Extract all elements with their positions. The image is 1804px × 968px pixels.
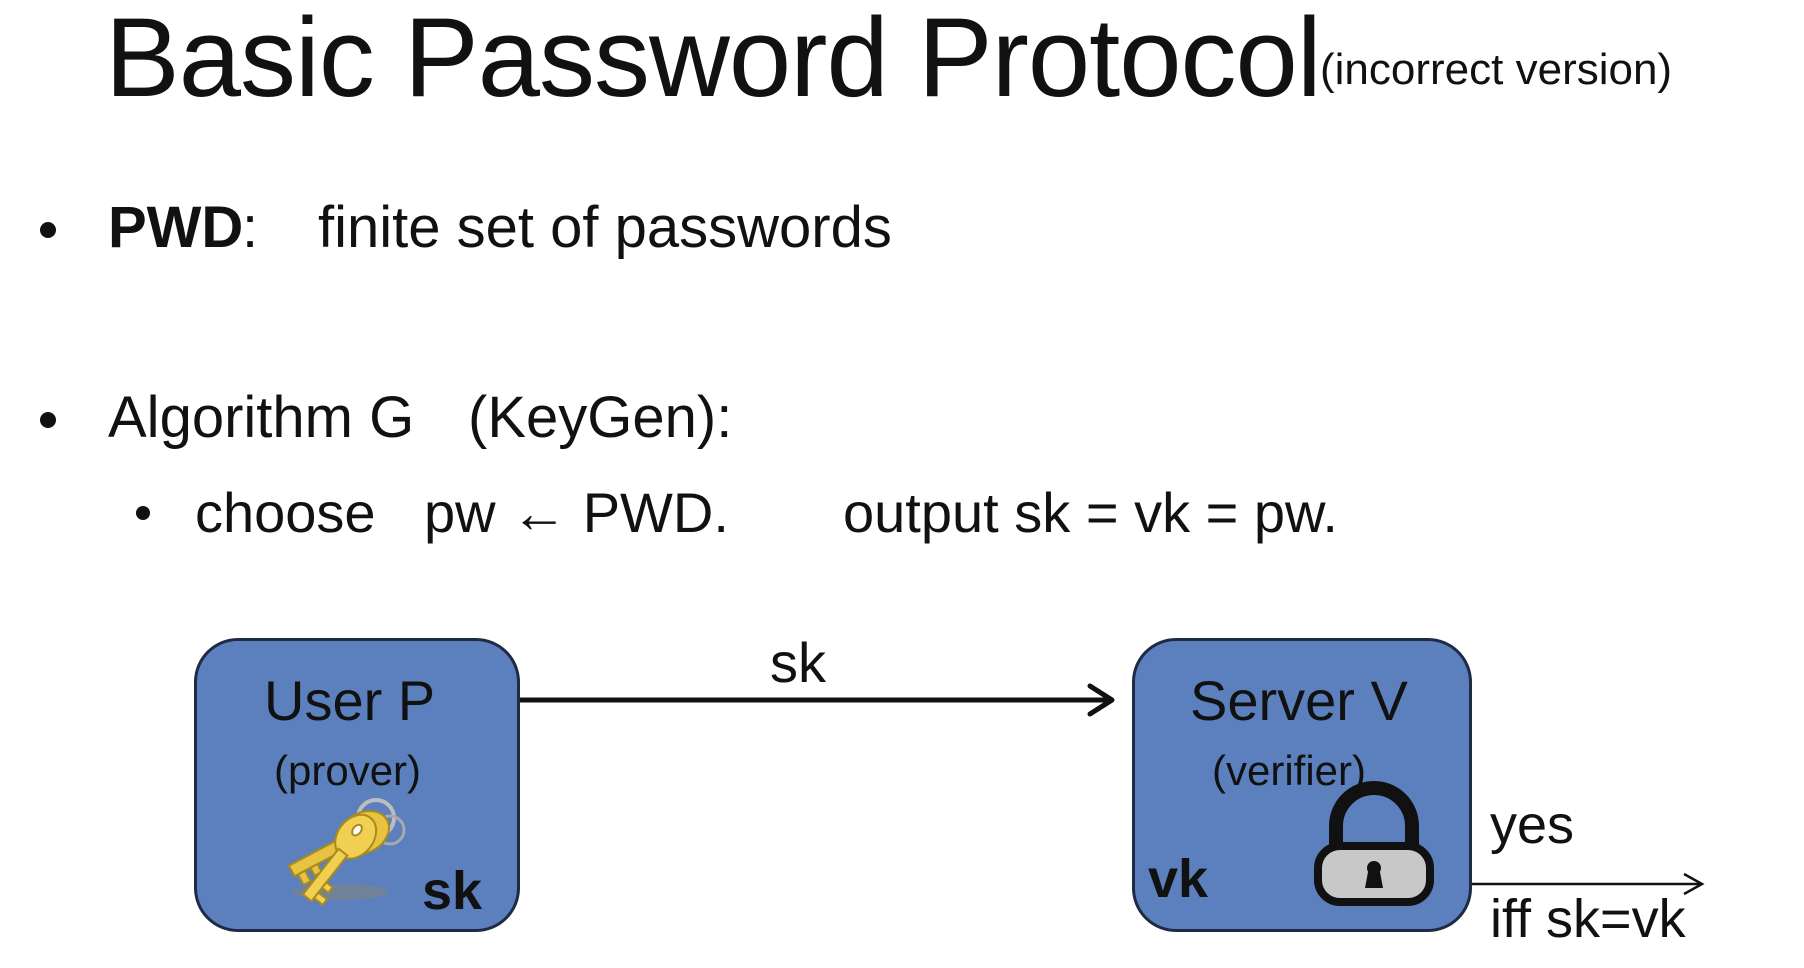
result-condition: iff sk=vk — [1490, 889, 1686, 949]
pwd-description: finite set of passwords — [318, 195, 892, 260]
pwd-term: PWD — [108, 195, 244, 260]
result-arrow — [1472, 872, 1705, 896]
bullet-dot — [40, 412, 56, 428]
sk-arrow — [520, 683, 1115, 717]
bullet-dot — [40, 222, 56, 238]
keys-icon — [287, 798, 406, 907]
server-title: Server V — [1190, 669, 1408, 732]
pwd-colon: : — [242, 195, 259, 260]
algorithm-label: Algorithm G — [108, 385, 415, 450]
algorithm-keygen: (KeyGen): — [468, 385, 733, 450]
user-title: User P — [264, 669, 436, 732]
slide-subtitle: (incorrect version) — [1320, 45, 1673, 94]
padlock-icon — [1314, 781, 1434, 906]
sub-bullet-dot — [136, 506, 150, 520]
slide-title: Basic Password Protocol — [105, 0, 1322, 120]
user-key-label: sk — [422, 861, 483, 921]
user-box — [194, 638, 520, 932]
choose-text: choose — [195, 481, 376, 544]
server-subtitle: (verifier) — [1212, 747, 1366, 794]
pw-assignment: pw ← PWD. — [424, 481, 729, 544]
result-yes: yes — [1490, 795, 1575, 855]
server-key-label: vk — [1148, 849, 1209, 909]
output-text: output sk = vk = pw. — [843, 481, 1338, 544]
arrow-label: sk — [770, 631, 826, 694]
user-subtitle: (prover) — [274, 747, 422, 794]
